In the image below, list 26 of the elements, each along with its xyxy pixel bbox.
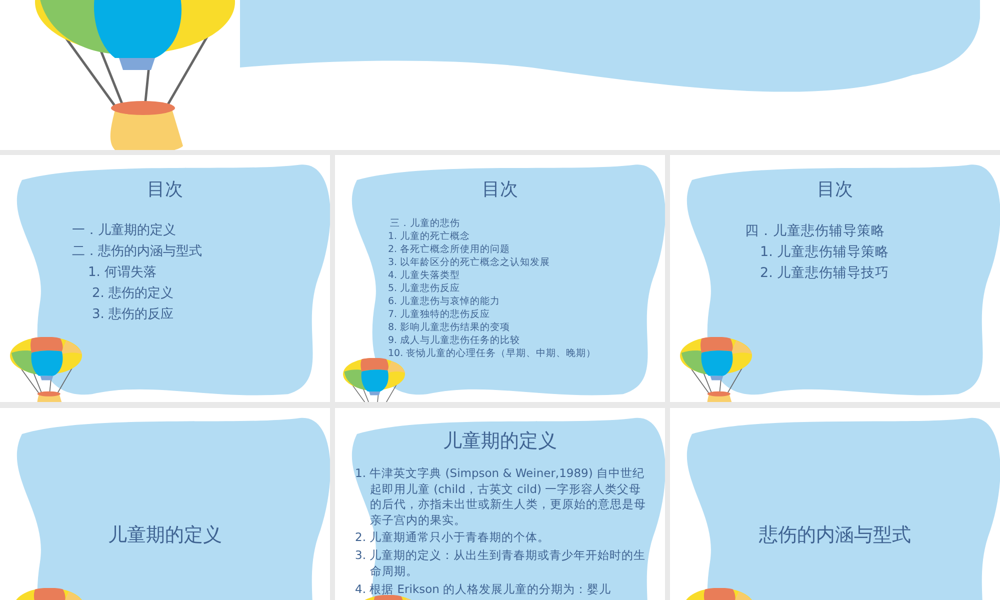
list-item: 6. 儿童悲伤与哀悼的能力 bbox=[388, 295, 500, 308]
heading: 目次 bbox=[146, 178, 184, 201]
list-item: 3. 悲伤的反应 bbox=[92, 306, 174, 323]
list-item: 1. 儿童的死亡概念 bbox=[388, 230, 470, 243]
list-item: 1. 何谓失落 bbox=[88, 264, 157, 281]
list-item: 7. 儿童独特的悲伤反应 bbox=[388, 308, 490, 321]
list-item: 一．儿童期的定义 bbox=[72, 222, 176, 239]
slide-title: 悲伤的内涵与型式 bbox=[758, 523, 912, 548]
list-item: 1. 牛津英文字典 (Simpson & Weiner,1989) 自中世纪起即用儿童 (child，古英文 cild) 一字形容人类父母的后代，亦指未出世或新生人类，更原始的意思是母亲子宫内的果实。 bbox=[355, 466, 647, 528]
list-item: 2. 儿童悲伤辅导技巧 bbox=[760, 264, 890, 282]
list-item: 9. 成人与儿童悲伤任务的比较 bbox=[388, 334, 520, 347]
list-item: 8. 影响儿童悲伤结果的变项 bbox=[388, 321, 510, 334]
list-item: 三．儿童的悲伤 bbox=[390, 217, 460, 230]
list-item: 2. 各死亡概念所使用的问题 bbox=[388, 243, 510, 256]
heading: 目次 bbox=[816, 178, 854, 201]
list-item: 5. 儿童悲伤反应 bbox=[388, 282, 460, 295]
list-item: 四．儿童悲伤辅导策略 bbox=[745, 222, 885, 240]
list-item: 4. 儿童失落类型 bbox=[388, 269, 460, 282]
slide-title: 儿童期的定义 bbox=[107, 523, 223, 548]
list-item: 3. 以年龄区分的死亡概念之认知发展 bbox=[388, 256, 550, 269]
heading: 儿童期的定义 bbox=[442, 429, 558, 454]
list-item: 2. 悲伤的定义 bbox=[92, 285, 174, 302]
list-item: 10. 丧恸儿童的心理任务（早期、中期、晚期） bbox=[388, 347, 596, 360]
heading: 目次 bbox=[481, 178, 519, 201]
list-item: 二．悲伤的内涵与型式 bbox=[72, 243, 202, 260]
list-item: 1. 儿童悲伤辅导策略 bbox=[760, 243, 890, 261]
